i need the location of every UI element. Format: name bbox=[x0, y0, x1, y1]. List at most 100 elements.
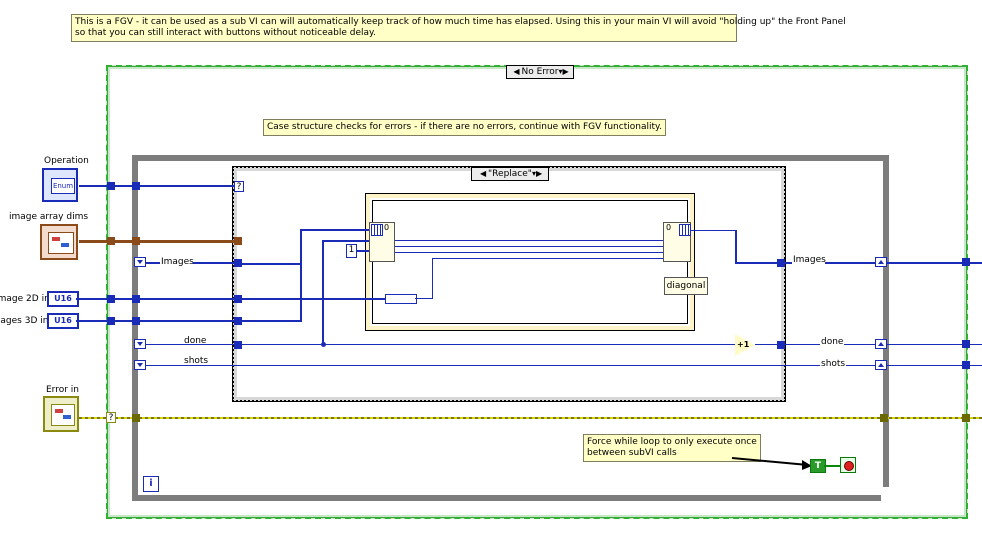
done-label-right: done bbox=[820, 337, 845, 347]
error-case-label: No Error bbox=[521, 67, 559, 77]
done-shift-register-right[interactable] bbox=[875, 339, 887, 349]
inplace-structure[interactable] bbox=[365, 193, 695, 331]
tunnel-images-case-in bbox=[234, 259, 242, 267]
tunnel-2d-outer bbox=[107, 295, 115, 303]
iteration-terminal: i bbox=[143, 476, 159, 492]
wire-junction bbox=[321, 342, 326, 347]
wire-to-converter bbox=[372, 298, 386, 300]
image-array-dims-terminal[interactable] bbox=[40, 224, 78, 260]
wire-images-right bbox=[785, 262, 795, 264]
wire-across-2 bbox=[395, 246, 665, 247]
error-case-selector[interactable]: ◀No Error▾▶ bbox=[506, 65, 574, 79]
images-shift-register-left[interactable] bbox=[134, 257, 146, 267]
wire-across-5 bbox=[432, 258, 433, 298]
tunnel-error-loop-out bbox=[880, 414, 888, 422]
index-array-node-right[interactable]: 0 bbox=[663, 222, 691, 262]
shots-label-right: shots bbox=[820, 359, 847, 369]
stop-icon bbox=[844, 461, 854, 471]
constant-one[interactable]: 1 bbox=[346, 244, 357, 258]
note-arrow bbox=[731, 457, 812, 470]
fgv-description-note: This is a FGV - it can be used as a sub … bbox=[71, 14, 846, 42]
tunnel-2d-case bbox=[234, 295, 242, 303]
index-array-node-left[interactable]: 0 bbox=[369, 222, 395, 262]
to-unsigned-node[interactable] bbox=[385, 294, 417, 304]
wire-done-right bbox=[755, 344, 875, 345]
wire-done-exit bbox=[887, 344, 982, 345]
case-check-note: Case structure checks for errors - if th… bbox=[263, 119, 666, 136]
error-in-label: Error in bbox=[45, 385, 81, 395]
diagonal-label-box: diagonal bbox=[664, 277, 708, 295]
array-icon-right bbox=[679, 224, 691, 236]
tunnel-operation-outer bbox=[107, 182, 115, 190]
wire-const-one bbox=[356, 250, 370, 252]
tunnel-2d-loop bbox=[132, 295, 140, 303]
wire-internal-up bbox=[322, 240, 324, 345]
case-selector-terminal[interactable]: ? bbox=[234, 181, 244, 192]
increment-node[interactable] bbox=[735, 334, 755, 356]
wire-out-images-down bbox=[735, 230, 737, 263]
images-label-right: Images bbox=[792, 255, 827, 265]
wire-images-3d-in bbox=[76, 320, 301, 322]
selector-dropdown-icon[interactable]: ▾▶ bbox=[558, 67, 569, 76]
enum-icon: Enum bbox=[51, 178, 75, 194]
wire-out-images-2 bbox=[735, 262, 785, 264]
tunnel-done-exit bbox=[962, 340, 970, 348]
tunnel-images-case-out bbox=[777, 259, 785, 267]
wire-images-3d-up bbox=[300, 229, 302, 322]
array-icon bbox=[371, 224, 383, 236]
error-case-selector-terminal[interactable]: ? bbox=[106, 412, 116, 423]
wire-shots bbox=[146, 365, 875, 366]
images-3d-in-terminal[interactable]: U16 bbox=[47, 313, 79, 329]
operation-enum-terminal[interactable]: Enum bbox=[42, 168, 78, 202]
tunnel-3d-case bbox=[234, 317, 242, 325]
operation-case-selector[interactable]: ◀"Replace"▾▶ bbox=[471, 167, 549, 181]
while-loop[interactable] bbox=[132, 155, 891, 503]
images-shift-register-right[interactable] bbox=[875, 257, 887, 267]
images-3d-in-label: Images 3D in bbox=[0, 316, 50, 326]
cluster-icon bbox=[48, 232, 74, 254]
operation-label: Operation bbox=[43, 156, 90, 166]
wire-images-left-2 bbox=[193, 262, 238, 264]
shots-shift-register-right[interactable] bbox=[875, 360, 887, 370]
shots-label-left: shots bbox=[183, 356, 210, 366]
tunnel-3d-loop bbox=[132, 317, 140, 325]
tunnel-images-exit bbox=[962, 258, 970, 266]
tunnel-error-loop-in bbox=[132, 414, 140, 422]
wire-images-internal bbox=[242, 263, 302, 265]
wire-error bbox=[79, 417, 982, 419]
force-loop-note: Force while loop to only execute once be… bbox=[583, 434, 761, 462]
operation-case-label: "Replace" bbox=[488, 169, 532, 179]
wire-images-left bbox=[146, 262, 160, 264]
tunnel-done-case-in bbox=[234, 341, 242, 349]
image-2d-in-terminal[interactable]: U16 bbox=[47, 291, 79, 307]
tunnel-dims-outer bbox=[107, 237, 115, 245]
stop-condition-terminal[interactable] bbox=[840, 457, 856, 473]
tunnel-3d-outer bbox=[107, 317, 115, 325]
tunnel-operation-loop bbox=[132, 182, 140, 190]
selector-left-arrow-inner[interactable]: ◀ bbox=[479, 169, 487, 178]
selector-dropdown-icon-inner[interactable]: ▾▶ bbox=[531, 169, 543, 178]
tunnel-done-case-out bbox=[777, 341, 785, 349]
wire-from-converter bbox=[415, 298, 433, 299]
wire-out-images bbox=[691, 230, 735, 231]
wire-images-right-2 bbox=[825, 262, 875, 264]
shots-shift-register-left[interactable] bbox=[134, 360, 146, 370]
wire-across-4 bbox=[432, 258, 665, 259]
wire-done-left bbox=[146, 344, 736, 345]
tunnel-dims-loop bbox=[132, 237, 140, 245]
done-shift-register-left[interactable] bbox=[134, 339, 146, 349]
wire-images-exit bbox=[887, 262, 982, 264]
tunnel-error-exit bbox=[962, 414, 970, 422]
wire-images-3d-to-node bbox=[300, 229, 370, 231]
wire-shots-exit bbox=[887, 365, 982, 366]
selector-left-arrow[interactable]: ◀ bbox=[513, 67, 520, 76]
wire-true-to-stop bbox=[824, 465, 840, 467]
wire-image-2d-in bbox=[76, 298, 372, 300]
tunnel-shots-exit bbox=[962, 361, 970, 369]
wire-across-3 bbox=[395, 252, 665, 253]
tunnel-dims-case bbox=[234, 237, 242, 245]
wire-image-array-dims bbox=[79, 240, 238, 243]
images-label-left: Images bbox=[160, 257, 195, 267]
error-cluster-icon bbox=[51, 404, 75, 426]
error-in-terminal[interactable] bbox=[43, 396, 79, 432]
